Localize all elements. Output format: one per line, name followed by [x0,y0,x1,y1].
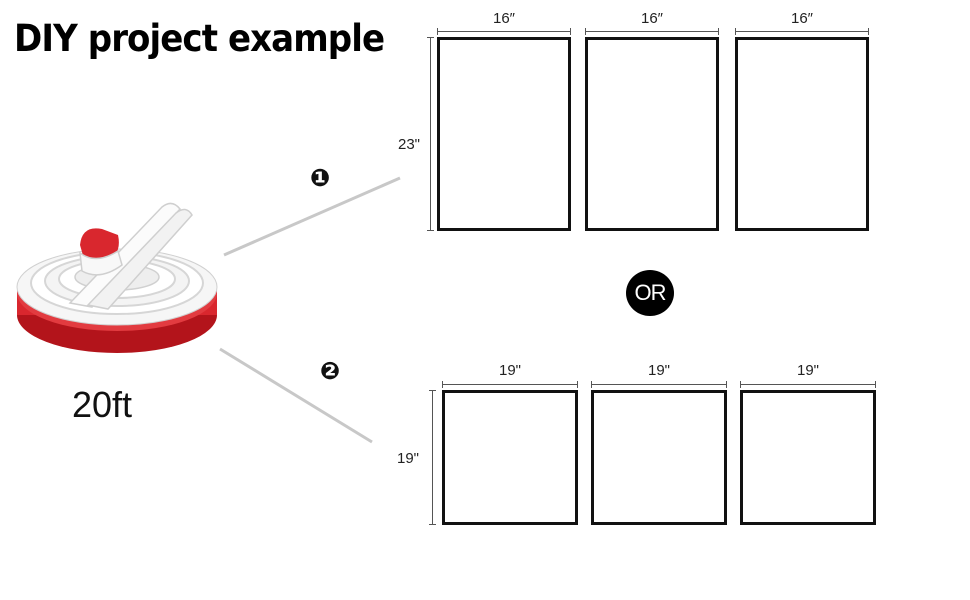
frame-6-width-dimension-line [740,381,876,388]
frame-5-width-dimension-line [591,381,727,388]
option-1-height-label: 23" [398,136,421,153]
or-badge: OR [626,270,674,316]
option-2-frame-3 [740,390,876,525]
product-length-label: 20ft [72,384,133,425]
frame-1-width-label: 16″ [493,10,515,27]
frame-2-width-dimension-line [585,28,719,35]
option-1-height-dimension-line [427,37,434,231]
option-1-frame-1 [437,37,571,231]
option-2-height-dimension-line [429,390,436,525]
option-1-frame-3 [735,37,869,231]
frame-1-width-dimension-line [437,28,571,35]
option-1-frame-2 [585,37,719,231]
frame-6-width-label: 19" [796,362,819,379]
page-title: DIY project example [14,17,385,60]
frame-4-width-label: 19" [498,362,521,379]
option-2-number-badge: ❷ [319,357,341,385]
option-2-frame-2 [591,390,727,525]
option-2-height-label: 19" [397,450,420,467]
frame-5-width-label: 19" [647,362,670,379]
option-1-number-badge: ❶ [309,164,331,192]
option-2-frame-1 [442,390,578,525]
frame-3-width-label: 16″ [791,10,813,27]
frame-4-width-dimension-line [442,381,578,388]
foam-strip-roll-illustration [16,202,218,353]
frame-3-width-dimension-line [735,28,869,35]
frame-2-width-label: 16″ [641,10,663,27]
